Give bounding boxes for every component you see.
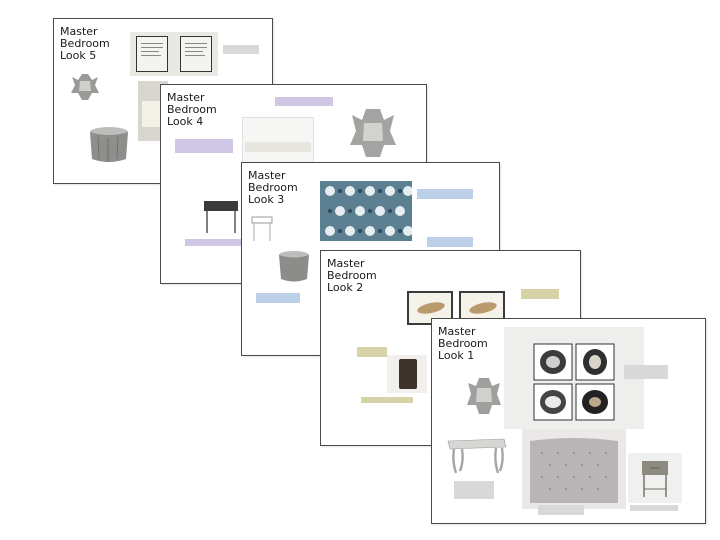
product-tag [630,505,678,511]
product-tag [417,189,473,199]
product-tag [275,97,333,106]
product-tag [357,347,387,357]
framed-prints-image [130,32,218,76]
product-tag [175,139,233,153]
nightstand-image [204,201,238,233]
product-tag [361,397,413,403]
slide-title: Master Bedroom Look 4 [167,91,217,128]
nightstand-image [628,453,682,503]
slide-title: Master Bedroom Look 5 [60,25,110,62]
candle-image [387,355,427,393]
product-tag [256,293,300,303]
cowhide-rug-image [467,378,501,414]
product-tag [521,289,559,299]
slide-title: Master Bedroom Look 3 [248,169,298,206]
product-tag [427,237,473,247]
stump-table-image [279,251,309,282]
product-tag [538,505,584,515]
cowhide-rug-image [350,109,396,157]
cowhide-rug-image [71,74,99,100]
stump-table-image [90,127,128,162]
patterned-wallpaper-image [320,181,412,241]
slide-title: Master Bedroom Look 1 [438,325,488,362]
product-tag [454,481,494,499]
slide-title: Master Bedroom Look 2 [327,257,377,294]
acrylic-table-image [251,216,273,241]
art-photo [242,117,314,167]
bench-image [447,438,507,474]
product-tag [223,45,259,54]
tufted-headboard-image [522,429,626,509]
product-tag [624,365,668,379]
slide-look-1[interactable]: Master Bedroom Look 1 [431,318,706,524]
agate-art-backdrop [504,327,644,429]
agate-art-grid [533,343,615,421]
product-tag [185,239,241,246]
